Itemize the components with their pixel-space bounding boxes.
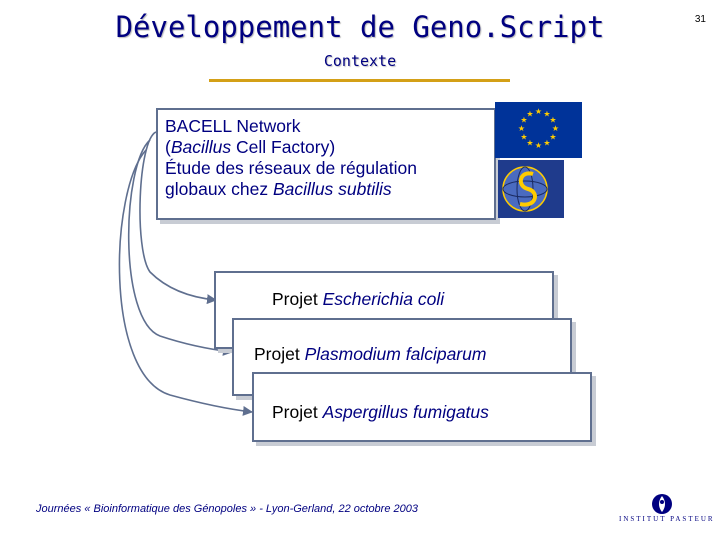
paren: ( (165, 137, 171, 157)
svg-text:★: ★ (549, 133, 556, 142)
bacillus-italic: Bacillus (170, 137, 232, 157)
bacell-box: BACELL Network (Bacillus Cell Factory) É… (156, 108, 496, 220)
svg-text:★: ★ (535, 107, 542, 116)
bacell-line-2: (Bacillus Cell Factory) (165, 137, 417, 158)
arrow-to-plasmodium (127, 139, 233, 356)
bacell-line-1: BACELL Network (165, 116, 301, 136)
title-underline (209, 79, 510, 82)
footer-text: Journées « Bioinformatique des Génopoles… (36, 503, 418, 515)
project-prefix: Projet (272, 402, 323, 422)
arrow-to-ecoli (139, 131, 217, 305)
bacell-line-3: Étude des réseaux de régulation (165, 158, 417, 178)
page-number: 31 (694, 14, 706, 25)
project-label: Projet Plasmodium falciparum (254, 344, 486, 365)
svg-text:★: ★ (552, 124, 559, 133)
project-box-aspergillus: Projet Aspergillus fumigatus (252, 372, 592, 442)
project-organism: Escherichia coli (322, 289, 445, 309)
bacell-logo-icon (498, 160, 564, 218)
bacell-line-4: globaux chez Bacillus subtilis (165, 179, 417, 200)
eu-flag-icon: ★ ★ ★ ★ ★ ★ ★ ★ ★ ★ ★ ★ (495, 102, 582, 158)
slide-title: Développement de Geno.Script (115, 10, 605, 44)
project-prefix: Projet (254, 344, 305, 364)
svg-text:★: ★ (520, 133, 527, 142)
svg-text:★: ★ (520, 116, 527, 125)
project-label: Projet Escherichia coli (272, 289, 444, 310)
project-label: Projet Aspergillus fumigatus (272, 402, 489, 423)
project-organism: Aspergillus fumigatus (322, 402, 489, 422)
arrow-to-aspergillus (118, 149, 253, 416)
svg-text:★: ★ (518, 124, 525, 133)
slide-subtitle: Contexte (323, 52, 397, 70)
svg-text:★: ★ (543, 110, 550, 119)
svg-text:★: ★ (549, 116, 556, 125)
svg-text:★: ★ (543, 139, 550, 148)
pasteur-logo-icon (652, 494, 672, 514)
pasteur-logo-text: INSTITUT PASTEUR (619, 515, 715, 523)
globaux-chez: globaux chez (165, 179, 273, 199)
cell-factory: Cell Factory) (231, 137, 336, 157)
svg-text:★: ★ (526, 110, 533, 119)
bacillus-subtilis: Bacillus subtilis (273, 179, 392, 199)
bacell-text: BACELL Network (Bacillus Cell Factory) É… (165, 116, 417, 200)
svg-text:★: ★ (526, 139, 533, 148)
svg-text:★: ★ (535, 141, 542, 150)
project-prefix: Projet (272, 289, 323, 309)
project-organism: Plasmodium falciparum (304, 344, 487, 364)
